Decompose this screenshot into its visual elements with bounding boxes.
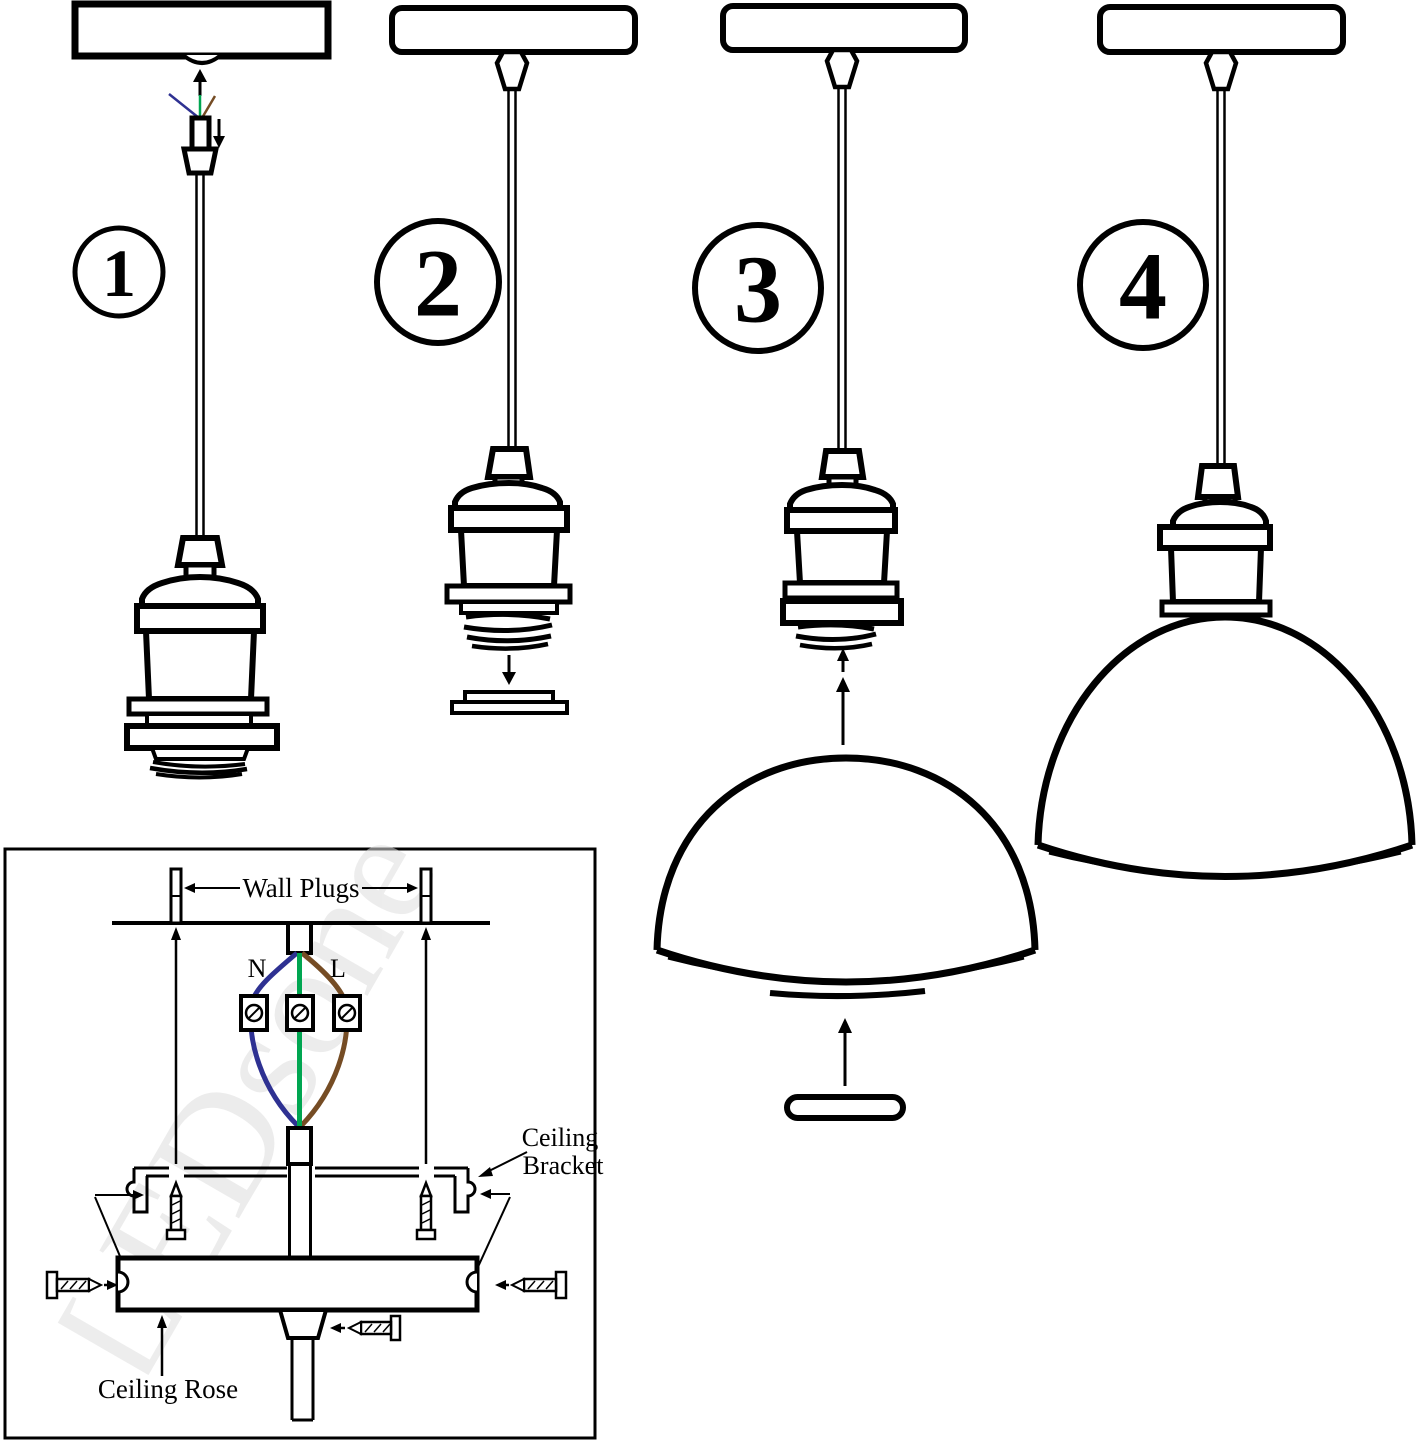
step-4-number: 4 (1119, 233, 1167, 340)
bracket-screw-right (415, 1179, 437, 1241)
bracket-bar (134, 1166, 468, 1178)
lamp-socket (124, 535, 280, 780)
lamp-socket (780, 448, 904, 651)
step-3: 3 (653, 3, 1039, 1121)
dome-lampshade (1034, 613, 1416, 880)
pendant-cord (507, 89, 517, 449)
rose-notch-left (117, 1270, 130, 1294)
ceiling-canopy (389, 5, 638, 55)
terminal-block-neutral (239, 994, 269, 1032)
ceiling-rose-label-text: Ceiling Rose (98, 1374, 238, 1404)
wiring-inset: LEDsone Wall Plugs (3, 797, 604, 1440)
wall-plugs-arrow-left (184, 883, 240, 893)
wall-plugs-label: Wall Plugs (242, 873, 359, 903)
pendant-cord (837, 87, 847, 449)
rose-stem-upper (288, 1164, 312, 1258)
step-3-badge: 3 (692, 222, 824, 354)
neutral-label: N (248, 954, 267, 983)
cord-grip (277, 1308, 329, 1340)
ceiling-bracket-label-line1: Ceiling (522, 1123, 599, 1152)
ceiling-rose-label: Ceiling Rose (98, 1315, 238, 1404)
wall-plug-right (419, 867, 433, 925)
ceiling-rose (115, 1255, 480, 1313)
step-1-badge: 1 (72, 225, 166, 319)
wall-plugs-arrow-right (362, 883, 418, 893)
live-wire-end (200, 95, 217, 119)
bracket-hook-right (453, 1168, 477, 1214)
step-2-badge: 2 (374, 218, 502, 346)
lamp-socket (1157, 463, 1273, 618)
strain-relief (824, 47, 860, 90)
rubber-shade-ring (784, 1094, 906, 1121)
ceiling-bracket-label-line2: Bracket (523, 1151, 605, 1180)
rose-screw-left (45, 1270, 118, 1300)
terminal-block-live (332, 994, 362, 1032)
shade-ring-washer (450, 690, 569, 715)
arrow-up-icon (193, 69, 207, 96)
ceiling-canopy (1097, 4, 1346, 55)
strain-relief (494, 49, 530, 92)
socket-threads (149, 760, 248, 780)
step-2-number: 2 (414, 230, 462, 337)
step-3-number: 3 (734, 236, 782, 343)
rose-screw-right (495, 1270, 568, 1300)
wall-plug-left (169, 867, 183, 925)
arrow-down-icon (213, 119, 225, 148)
step-4-badge: 4 (1077, 219, 1209, 351)
strain-relief (1203, 49, 1239, 92)
arrow-down-icon (502, 655, 516, 685)
ceiling-bracket (125, 1166, 477, 1241)
pendant-cord (195, 173, 205, 538)
step-1-number: 1 (102, 235, 136, 311)
arrow-up-icon (836, 677, 850, 745)
live-label: L (330, 954, 346, 983)
cord-sleeve (189, 115, 212, 152)
bracket-screw-left (165, 1179, 187, 1241)
screw-direction-arrow-left (171, 927, 181, 1164)
ceiling-plate (71, 0, 332, 60)
cord-grip-cone (180, 146, 220, 176)
cord-connector (286, 1126, 313, 1166)
ceiling-bracket-label: Ceiling Bracket (478, 1123, 604, 1180)
lamp-socket (444, 446, 573, 651)
stripped-wires (168, 93, 217, 119)
screw-direction-arrow-right (421, 927, 431, 1164)
socket-threads (795, 622, 877, 651)
rose-stem-lower (290, 1338, 315, 1422)
dome-lampshade (653, 754, 1039, 1000)
arrow-up-small-icon (837, 648, 849, 672)
pendant-cord (1216, 89, 1226, 466)
plate-cord-notch (181, 53, 223, 65)
neutral-wire-end (168, 93, 200, 119)
arrow-up-icon (838, 1018, 852, 1086)
terminal-block-earth (285, 994, 315, 1032)
socket-threads (463, 611, 553, 651)
bracket-hook-left (125, 1168, 149, 1214)
rose-notch-right (465, 1270, 478, 1294)
step-4: 4 (1034, 4, 1416, 880)
ceiling-canopy (720, 3, 968, 53)
step-2: 2 (374, 5, 638, 715)
step-1: 1 (71, 0, 332, 780)
cord-grip-screw (330, 1314, 402, 1342)
mains-cable-entry (286, 921, 313, 955)
